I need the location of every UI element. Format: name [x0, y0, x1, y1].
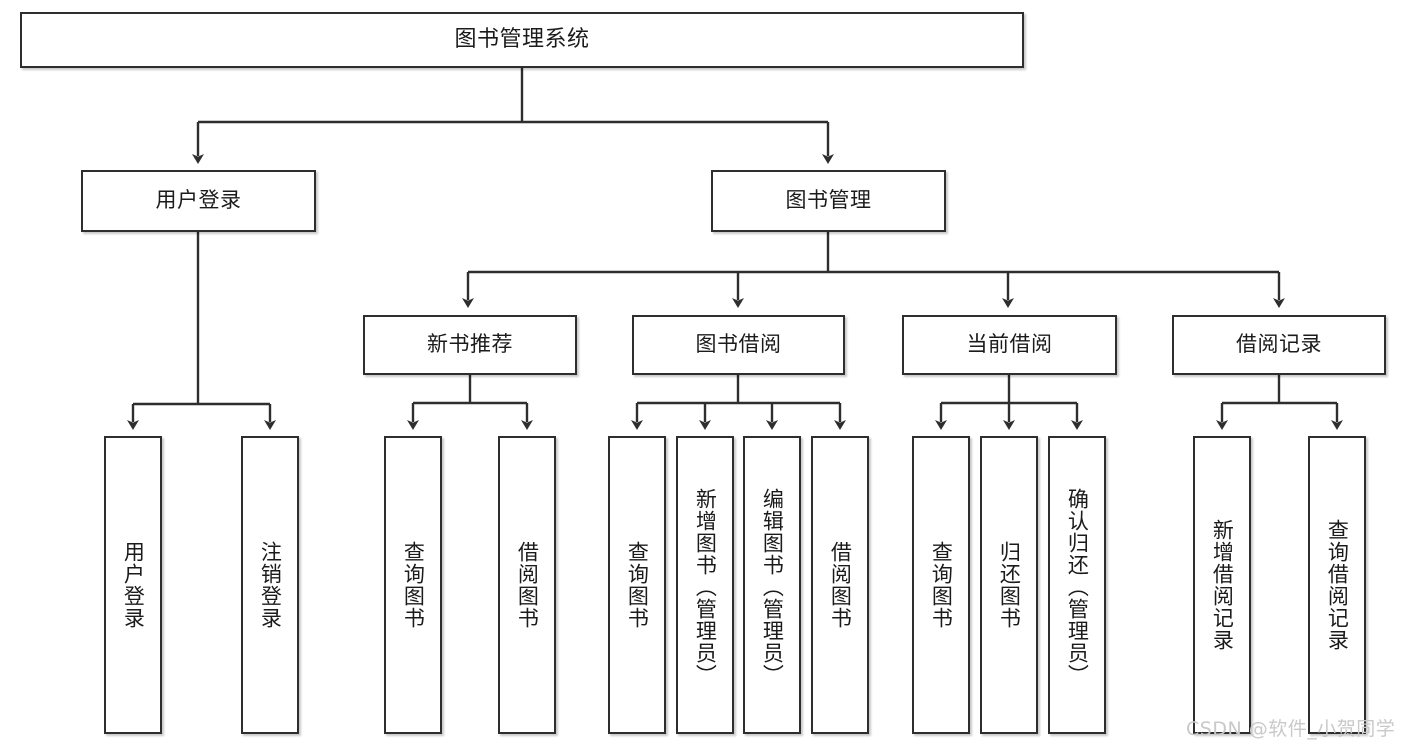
- node-user-login[interactable]: 用户登录: [81, 170, 316, 232]
- leaf-record-add-record[interactable]: 新增借阅记录: [1193, 436, 1251, 734]
- leaf-label: 查询图书: [625, 541, 650, 629]
- node-label: 借阅记录: [1236, 332, 1322, 357]
- node-label: 新书推荐: [427, 332, 513, 357]
- leaf-current-confirm-return-admin[interactable]: 确认归还（管理员）: [1048, 436, 1106, 734]
- leaf-label: 注销登录: [258, 541, 283, 629]
- leaf-record-query-record[interactable]: 查询借阅记录: [1308, 436, 1366, 734]
- leaf-borrow-edit-book-admin[interactable]: 编辑图书（管理员）: [743, 436, 801, 734]
- leaf-label: 查询图书: [929, 541, 954, 629]
- leaf-label: 用户登录: [121, 541, 146, 629]
- leaf-current-return-book[interactable]: 归还图书: [980, 436, 1038, 734]
- leaf-recommend-borrow-book[interactable]: 借阅图书: [498, 436, 556, 734]
- node-label: 图书借阅: [695, 332, 782, 357]
- node-label: 图书管理系统: [454, 26, 590, 52]
- node-label: 图书管理: [785, 188, 872, 213]
- leaf-recommend-query-book[interactable]: 查询图书: [384, 436, 442, 734]
- leaf-user-login-logout[interactable]: 注销登录: [241, 436, 299, 734]
- leaf-label: 编辑图书（管理员）: [760, 488, 785, 686]
- leaf-label: 查询借阅记录: [1325, 519, 1350, 651]
- leaf-current-query-book[interactable]: 查询图书: [912, 436, 970, 734]
- leaf-label: 借阅图书: [828, 541, 853, 629]
- node-book-management[interactable]: 图书管理: [711, 170, 946, 232]
- node-current-borrow[interactable]: 当前借阅: [902, 315, 1117, 375]
- leaf-label: 查询图书: [401, 541, 426, 629]
- leaf-label: 确认归还（管理员）: [1065, 488, 1090, 686]
- leaf-label: 新增借阅记录: [1210, 519, 1235, 651]
- node-borrow-record[interactable]: 借阅记录: [1172, 315, 1386, 375]
- watermark-text: CSDN @软件_小贺同学: [1186, 718, 1396, 740]
- leaf-user-login-login[interactable]: 用户登录: [104, 436, 162, 734]
- node-root-system[interactable]: 图书管理系统: [20, 12, 1024, 68]
- leaf-borrow-query-book[interactable]: 查询图书: [608, 436, 666, 734]
- node-label: 当前借阅: [966, 332, 1053, 357]
- node-new-book-recommend[interactable]: 新书推荐: [363, 315, 577, 375]
- leaf-label: 借阅图书: [515, 541, 540, 629]
- leaf-borrow-add-book-admin[interactable]: 新增图书（管理员）: [676, 436, 734, 734]
- leaf-borrow-borrow-book[interactable]: 借阅图书: [811, 436, 869, 734]
- leaf-label: 归还图书: [997, 541, 1022, 629]
- leaf-label: 新增图书（管理员）: [693, 488, 718, 686]
- node-label: 用户登录: [155, 188, 242, 213]
- node-book-borrow[interactable]: 图书借阅: [632, 315, 845, 375]
